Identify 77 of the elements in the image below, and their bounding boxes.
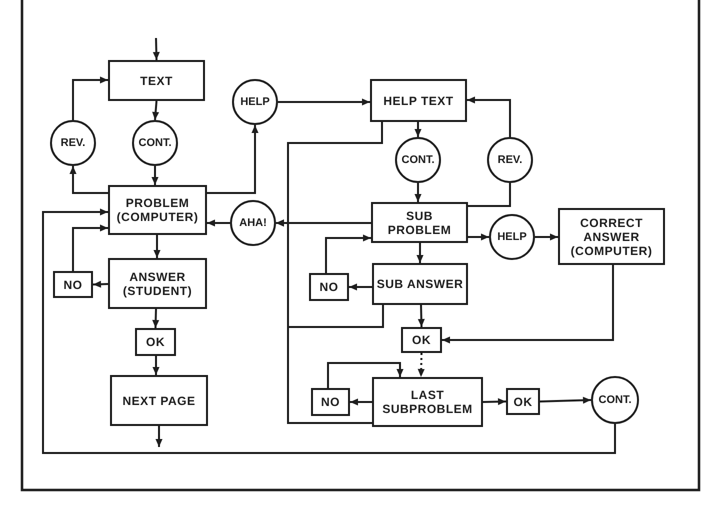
arrow: [414, 122, 422, 137]
arrow: [442, 265, 614, 344]
arrow: [467, 96, 511, 137]
process-box: [371, 202, 468, 243]
arrow: [418, 304, 425, 328]
process-box: [108, 185, 207, 235]
process-box: [558, 208, 665, 265]
decision-circle: [591, 376, 639, 424]
arrow: [92, 280, 108, 288]
node-label: AHA!: [239, 216, 267, 230]
node-label: NEXT PAGE: [122, 394, 196, 408]
node-label: CONT.: [402, 153, 434, 167]
node-label: OK: [514, 394, 532, 408]
arrow: [207, 125, 258, 194]
dotted-arrow: [418, 352, 425, 378]
node-label: HELP: [240, 95, 270, 109]
arrow: [72, 76, 108, 120]
node-label: TEXT: [140, 74, 173, 88]
node-label: OK: [146, 335, 165, 349]
node-label: NO: [321, 395, 340, 409]
arrow: [152, 100, 160, 120]
node-label: CORRECT ANSWER (COMPUTER): [570, 216, 653, 258]
arrow: [416, 243, 424, 263]
node-label: CONT.: [598, 393, 632, 407]
decision-circle: [232, 79, 278, 125]
decision-circle: [395, 137, 441, 183]
node-label: ANSWER (STUDENT): [122, 270, 194, 298]
arrow: [482, 398, 506, 406]
process-box: [372, 377, 483, 427]
node-label: NO: [320, 280, 338, 294]
arrow: [278, 98, 370, 106]
arrow: [350, 398, 372, 406]
arrow: [468, 234, 489, 240]
process-box: [309, 273, 349, 301]
arrow: [152, 308, 160, 328]
node-label: LAST SUBPROBLEM: [382, 388, 473, 416]
arrow: [154, 235, 160, 258]
arrow: [349, 284, 372, 290]
arrow: [325, 234, 371, 273]
process-box: [108, 258, 207, 309]
arrow: [414, 183, 422, 202]
process-box: [401, 327, 442, 353]
node-label: HELP: [497, 230, 527, 244]
node-label: CONT.: [138, 136, 172, 150]
process-box: [135, 328, 176, 356]
arrow: [152, 166, 158, 185]
process-box: [53, 271, 93, 298]
decision-circle: [132, 120, 178, 166]
process-box: [311, 388, 350, 416]
process-box: [372, 263, 468, 305]
arrow: [152, 356, 160, 375]
arrow: [276, 220, 372, 424]
node-label: REV.: [498, 153, 522, 167]
arrow: [156, 426, 162, 447]
arrow: [152, 38, 160, 60]
arrow: [72, 224, 108, 271]
process-box: [506, 388, 540, 415]
process-box: [108, 60, 205, 101]
process-box: [110, 375, 208, 426]
process-box: [370, 79, 467, 122]
node-label: OK: [412, 333, 431, 347]
arrow: [540, 396, 592, 404]
node-label: SUB PROBLEM: [386, 208, 452, 236]
node-label: SUB ANSWER: [376, 277, 464, 291]
node-label: REV.: [60, 136, 86, 150]
arrow: [42, 208, 616, 454]
node-label: HELP TEXT: [383, 94, 454, 108]
arrow: [535, 234, 558, 240]
arrow: [327, 362, 404, 388]
node-label: PROBLEM (COMPUTER): [116, 196, 200, 224]
decision-circle: [230, 200, 276, 246]
decision-circle: [487, 137, 533, 183]
decision-circle: [50, 120, 96, 166]
node-label: NO: [64, 278, 82, 292]
decision-circle: [489, 214, 535, 260]
arrow: [207, 220, 230, 226]
arrow: [70, 166, 108, 194]
